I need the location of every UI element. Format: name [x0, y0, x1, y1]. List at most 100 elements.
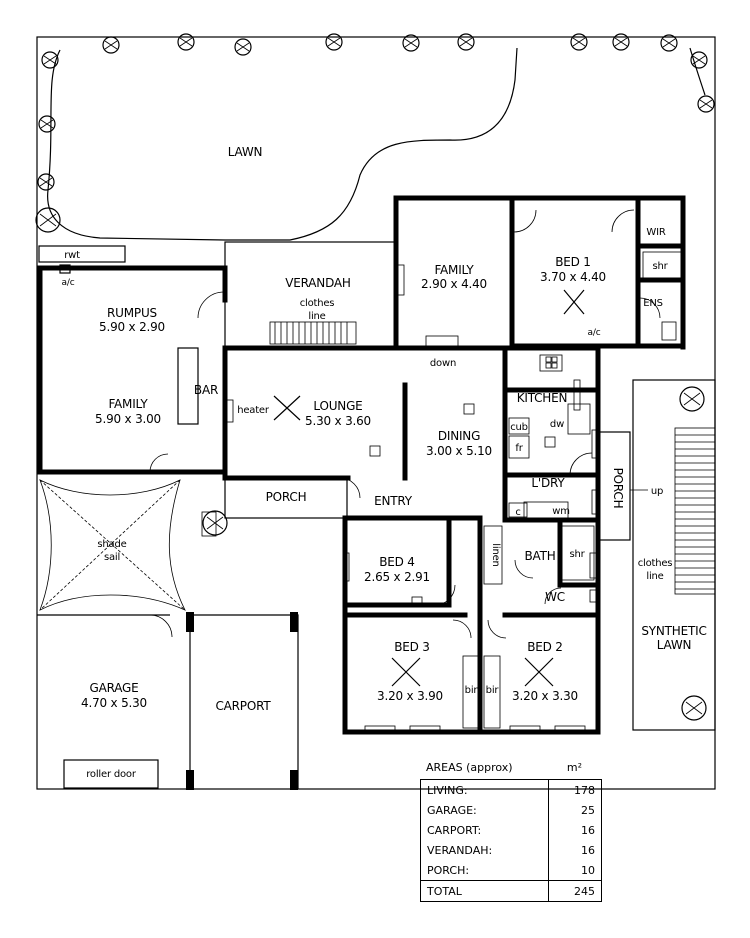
fr-label: fr [515, 443, 523, 454]
bed4-dim: 2.65 x 2.91 [364, 570, 430, 584]
clothes-line-label: clothes [300, 298, 335, 309]
dishwasher [567, 403, 591, 435]
rwt-label: rwt [64, 250, 80, 261]
table-row: VERANDAH: 16 [421, 840, 602, 860]
lounge-name: LOUNGE [313, 399, 362, 413]
trees [35, 33, 715, 721]
porch-front-label: PORCH [266, 490, 307, 504]
synthetic-lawn-label-2: LAWN [657, 638, 692, 652]
verandah-area [224, 241, 396, 349]
garage-name: GARAGE [89, 681, 138, 695]
tree-icon [679, 386, 705, 412]
areas-body: LIVING:178 GARAGE:25 CARPORT:16 VERANDAH… [420, 779, 602, 902]
laundry-cupboard [508, 502, 528, 518]
ac-label: a/c [62, 278, 75, 288]
area-value: 16 [548, 820, 602, 840]
ens-label: ENS [643, 298, 663, 309]
area-value: 16 [548, 840, 602, 860]
area-label: LIVING: [427, 783, 468, 797]
areas-title: AREAS (approx) [426, 760, 513, 774]
dw-label: dw [550, 419, 564, 430]
heater-icon [224, 399, 234, 423]
bir-bed3 [462, 655, 480, 729]
wm-label: wm [552, 506, 570, 517]
wc-label: WC [545, 590, 565, 604]
down-label: down [430, 358, 456, 369]
rwt-tank [38, 245, 126, 263]
area-label: VERANDAH: [427, 843, 493, 857]
tree-icon [38, 115, 56, 133]
area-label: PORCH: [427, 863, 470, 877]
carport-label: CARPORT [215, 699, 271, 713]
up-label: up [651, 486, 663, 497]
tree-icon [681, 695, 707, 721]
bir-bed2 [483, 655, 501, 729]
tree-icon [457, 33, 475, 51]
roller-door [63, 759, 159, 789]
clothes-line-icon [269, 321, 357, 345]
bed2-name: BED 2 [527, 640, 563, 654]
washing-machine [523, 501, 569, 519]
dining-name: DINING [438, 429, 480, 443]
clothes-line-right-icon [674, 427, 716, 595]
rumpus-name: RUMPUS [107, 306, 157, 320]
tree-icon [234, 38, 252, 56]
tree-icon [325, 33, 343, 51]
tree-icon [102, 36, 120, 54]
tree-icon [177, 33, 195, 51]
tree-icon [41, 51, 59, 69]
area-value: 178 [548, 779, 602, 800]
cub-label: cub [510, 422, 528, 433]
area-label: CARPORT: [427, 823, 482, 837]
bed2-dim: 3.20 x 3.30 [512, 689, 578, 703]
family-left-dim: 5.90 x 3.00 [95, 412, 161, 426]
area-value: 10 [548, 860, 602, 881]
clothes-line-label-right-2: line [646, 571, 663, 582]
tree-icon [402, 34, 420, 52]
ac-label-2: a/c [588, 328, 601, 338]
lawn-outline [47, 47, 518, 241]
clothes-line-label-right: clothes [638, 558, 673, 569]
total-label: TOTAL [420, 880, 549, 902]
shower-ensuite [642, 251, 682, 279]
family-left-name: FAMILY [108, 397, 148, 411]
linen-label: linen [490, 543, 501, 566]
shade-sail-label-2: sail [104, 552, 120, 563]
synthetic-lawn-label: SYNTHETIC [641, 624, 706, 638]
bed3-dim: 3.20 x 3.90 [377, 689, 443, 703]
areas-header: AREAS (approx) m² [420, 755, 602, 779]
wir-label: WIR [646, 227, 665, 238]
porch-step [201, 511, 217, 537]
dining-dim: 3.00 x 5.10 [426, 444, 492, 458]
tree-icon [690, 51, 708, 69]
tree-icon [37, 173, 55, 191]
lounge-dim: 5.30 x 3.60 [305, 414, 371, 428]
bed4-name: BED 4 [379, 555, 415, 569]
bed1-name: BED 1 [555, 255, 591, 269]
heater-label: heater [237, 405, 270, 416]
toilet-ensuite [661, 321, 677, 341]
bir-label-1: bir [465, 685, 479, 696]
entry-label: ENTRY [374, 494, 413, 508]
tree-icon [697, 95, 715, 113]
verandah-label: VERANDAH [285, 276, 351, 290]
table-row: LIVING: 178 [421, 779, 602, 800]
tree-icon [570, 33, 588, 51]
bath-label: BATH [524, 549, 555, 563]
family-top-name: FAMILY [434, 263, 474, 277]
ldry-label: L'DRY [531, 476, 565, 490]
bed1-dim: 3.70 x 4.40 [540, 270, 606, 284]
porch-front [224, 477, 348, 519]
shr-label-ens: shr [652, 261, 668, 272]
rumpus-dim: 5.90 x 2.90 [99, 320, 165, 334]
bed3-name: BED 3 [394, 640, 430, 654]
shade-sail-label: shade [97, 539, 126, 550]
shade-sail [39, 479, 186, 611]
vent-icons [369, 356, 558, 608]
shr-label-bath: shr [569, 549, 585, 560]
total-value: 245 [548, 880, 602, 902]
cupboard [508, 417, 530, 435]
ceiling-fan-icon [563, 289, 585, 315]
